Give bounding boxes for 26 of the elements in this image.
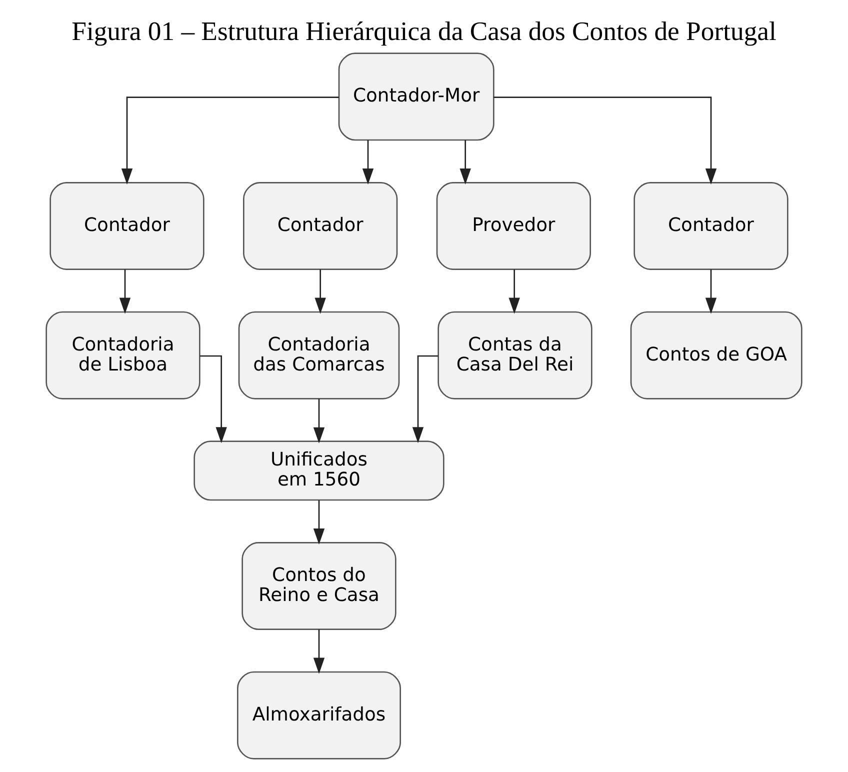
node-box: Contas da Casa Del Rei: [438, 311, 592, 400]
arrow: [362, 140, 374, 184]
node-box: Provedor: [436, 182, 591, 270]
node-box: Contador: [243, 182, 398, 270]
arrow: [314, 269, 326, 314]
node-box: Contadoria das Comarcas: [238, 311, 400, 400]
node-box: Contadoria de Lisboa: [46, 311, 200, 400]
node-box: Almoxarifados: [237, 671, 401, 760]
arrow: [705, 269, 717, 314]
arrow: [119, 269, 131, 314]
arrow: [121, 96, 339, 184]
arrow: [313, 500, 325, 544]
node-box: Contos de GOA: [630, 311, 802, 400]
arrow: [313, 398, 325, 444]
node-box: Unificados em 1560: [194, 440, 444, 501]
arrow: [313, 629, 325, 674]
arrow: [508, 269, 520, 314]
node-box: Contador-Mor: [338, 52, 494, 141]
node-box: Contador: [50, 182, 204, 270]
diagram-title: Figura 01 – Estrutura Hierárquica da Casa dos Contos de Portugal: [72, 16, 776, 46]
node-box: Contador: [634, 182, 788, 270]
arrow: [494, 96, 717, 184]
node-box: Contos do Reino e Casa: [242, 542, 396, 630]
arrow: [460, 140, 471, 184]
arrow: [412, 355, 438, 444]
arrow: [200, 355, 227, 444]
